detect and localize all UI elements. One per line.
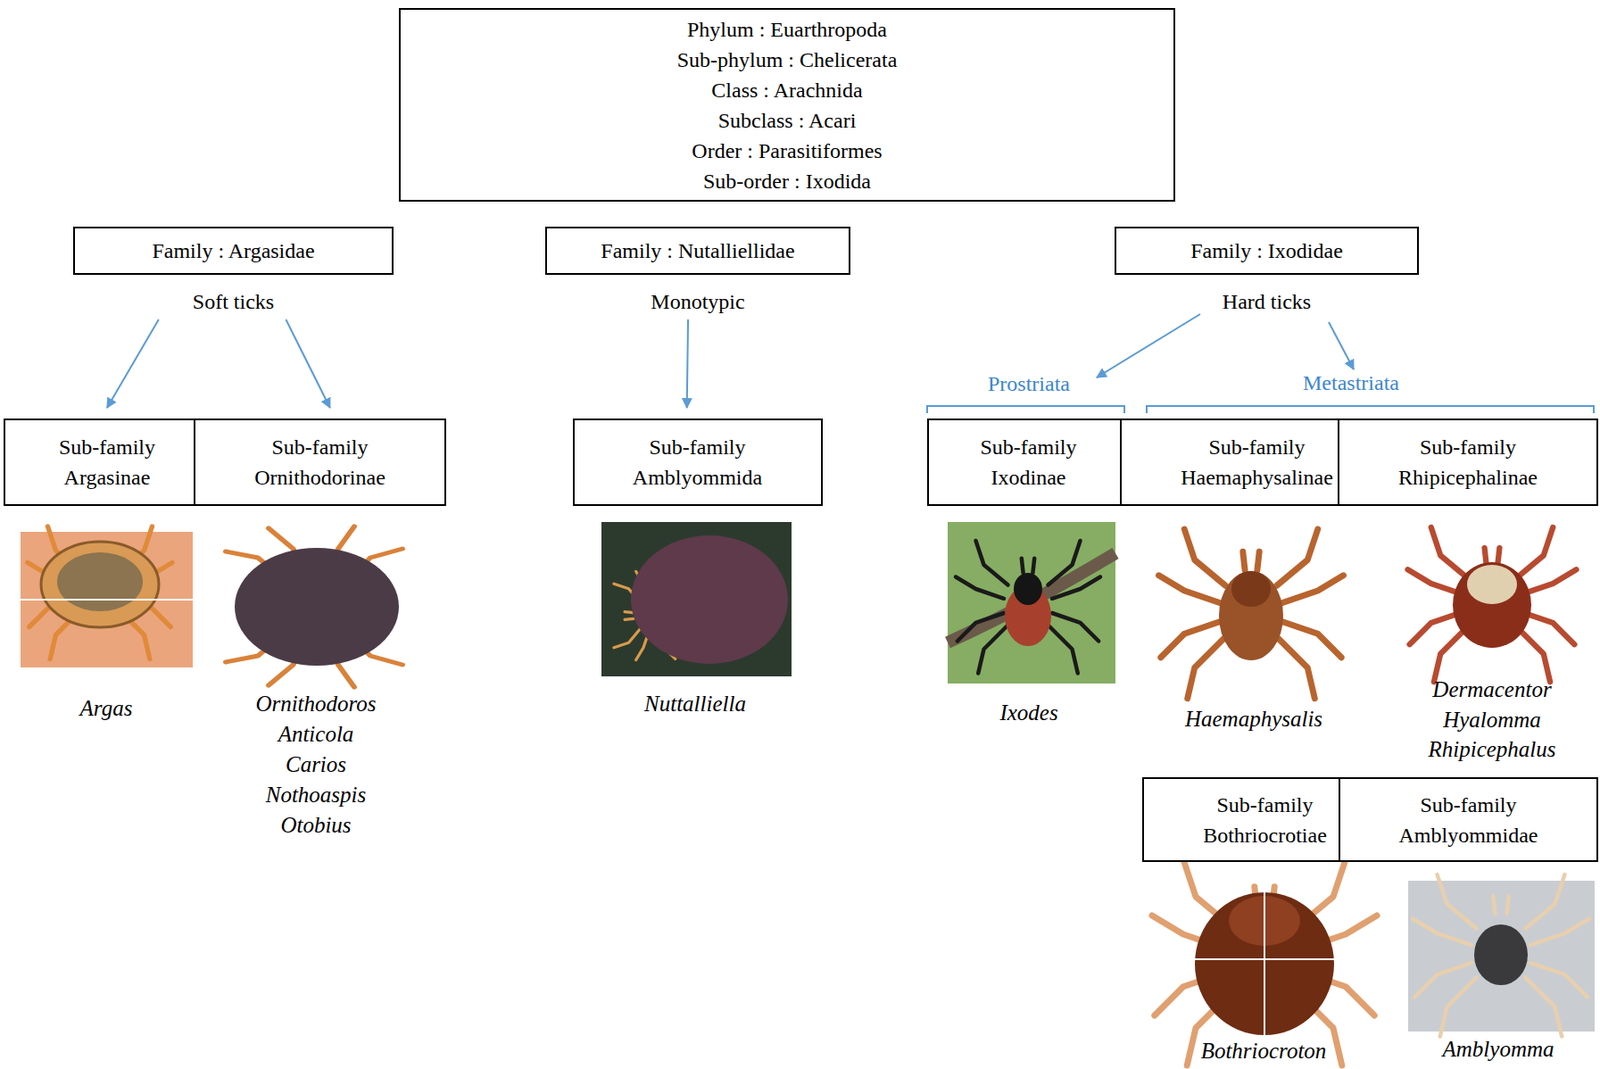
tick-body — [630, 535, 788, 664]
tick-legs — [27, 526, 173, 660]
rank-line: Class : Arachnida — [711, 74, 863, 106]
haemaphysalis-photo — [1159, 524, 1344, 699]
rank-line: Subclass : Acari — [718, 105, 857, 136]
nuttalliella-photo — [601, 522, 792, 677]
subfamily-box: Sub-family Amblyommidae — [1338, 777, 1599, 863]
tick-legs — [955, 540, 1101, 674]
tick-legs — [1159, 529, 1344, 699]
rank-line: Order : Parasitiformes — [691, 135, 882, 166]
bothriocroton-photo — [1152, 859, 1377, 1066]
tick-body — [1218, 571, 1284, 661]
rank-line: Sub-order : Ixodida — [703, 165, 871, 197]
tick-body — [234, 547, 399, 666]
group-brackets — [927, 406, 1594, 414]
photo-ground — [601, 522, 792, 677]
tick-legs — [1152, 859, 1377, 1066]
photo-seam — [1158, 879, 1371, 1039]
photo-ground — [947, 522, 1116, 684]
family-note: Soft ticks — [73, 289, 394, 315]
genus-name: Nothoaspis — [265, 781, 367, 809]
genus-name: Haemaphysalis — [1185, 705, 1323, 733]
genus-name: Argas — [80, 695, 133, 722]
family-node: Family : ArgasidaeSoft ticks — [73, 226, 394, 320]
genus-name: Anticola — [278, 721, 355, 748]
photo-ground — [1158, 879, 1371, 1039]
family-frame: Family : Ixodidae — [1114, 226, 1419, 275]
subfamily-name: Sub-family Argasinae — [14, 431, 200, 493]
genus-name: Nuttalliella — [644, 690, 747, 718]
family-name: Family : Argasidae — [151, 239, 315, 264]
argas-photo — [20, 526, 193, 668]
tick-scutum — [1467, 564, 1518, 605]
tick-body — [1452, 562, 1532, 648]
genus-name: Ornithodoros — [255, 690, 376, 718]
family-node: Family : IxodidaeHard ticks — [1114, 226, 1419, 320]
tick-body — [41, 541, 159, 628]
subfamily-name: Sub-family Amblyommida — [583, 431, 813, 493]
subfamily-name: Sub-family Rhipicephalinae — [1348, 431, 1588, 493]
photo-ground — [20, 531, 193, 668]
hard-ticks-arrows — [1096, 314, 1354, 378]
family-node: Family : NutalliellidaeMonotypic — [545, 226, 851, 320]
subfamily-box: Sub-family Argasinae — [3, 418, 211, 506]
tick-legs — [1408, 527, 1577, 682]
bracket — [927, 406, 1125, 414]
family-name: Family : Nutalliellidae — [600, 239, 795, 264]
amblyomma-photo — [1408, 874, 1595, 1037]
genus-name: Rhipicephalus — [1427, 736, 1556, 763]
family-name: Family : Ixodidae — [1190, 239, 1344, 264]
taxon-arrow — [687, 319, 689, 408]
tick-scutum — [1231, 571, 1271, 607]
subfamily-box: Sub-family Rhipicephalinae — [1337, 418, 1599, 506]
arrow — [1096, 314, 1201, 378]
bracket — [1146, 406, 1594, 414]
group-label: Prostriata — [987, 371, 1070, 397]
tick-legs — [1412, 874, 1590, 1037]
subfamily-box: Sub-family Ixodinae — [927, 418, 1130, 506]
photo-ground — [1408, 880, 1595, 1032]
tick-legs — [225, 526, 403, 688]
rank-line: Sub-phylum : Chelicerata — [677, 44, 898, 75]
subfamily-box: Sub-family Ornithodorinae — [193, 418, 447, 506]
family-frame: Family : Argasidae — [73, 226, 394, 275]
genus-name: Ixodes — [999, 699, 1058, 727]
genus-name: Bothriocroton — [1201, 1037, 1327, 1065]
ornithodoros-photo — [217, 526, 417, 688]
group-label: Metastriata — [1302, 370, 1400, 396]
ixodes-photo — [947, 522, 1116, 684]
genus-name: Dermacentor — [1432, 676, 1551, 704]
subfamily-name: Sub-family Amblyommidae — [1349, 789, 1588, 851]
subfamily-name: Sub-family Ixodinae — [941, 431, 1117, 493]
taxon-arrow — [285, 319, 330, 408]
photo-seam — [20, 598, 193, 601]
photo-ground — [1398, 528, 1587, 677]
rhipicephalinae-photo — [1398, 527, 1587, 682]
subfamily-box: Sub-family Amblyommida — [572, 418, 823, 506]
arrow — [1328, 322, 1354, 370]
genus-name: Amblyomma — [1442, 1036, 1555, 1063]
taxon-arrow — [107, 319, 159, 408]
family-note: Hard ticks — [1114, 289, 1419, 315]
subfamily-name: Sub-family Ornithodorinae — [204, 431, 436, 493]
tick-body — [1474, 924, 1528, 986]
genus-name: Carios — [285, 751, 347, 779]
tick-scutum — [1013, 572, 1043, 606]
family-frame: Family : Nutalliellidae — [545, 226, 851, 275]
genus-name: Otobius — [280, 812, 351, 839]
taxonomy-box: Phylum : EuarthropodaSub-phylum : Chelic… — [398, 8, 1176, 202]
family-note: Monotypic — [545, 289, 851, 315]
rank-line: Phylum : Euarthropoda — [687, 14, 888, 45]
tick-pattern — [57, 552, 143, 612]
genus-name: Hyalomma — [1442, 706, 1542, 734]
